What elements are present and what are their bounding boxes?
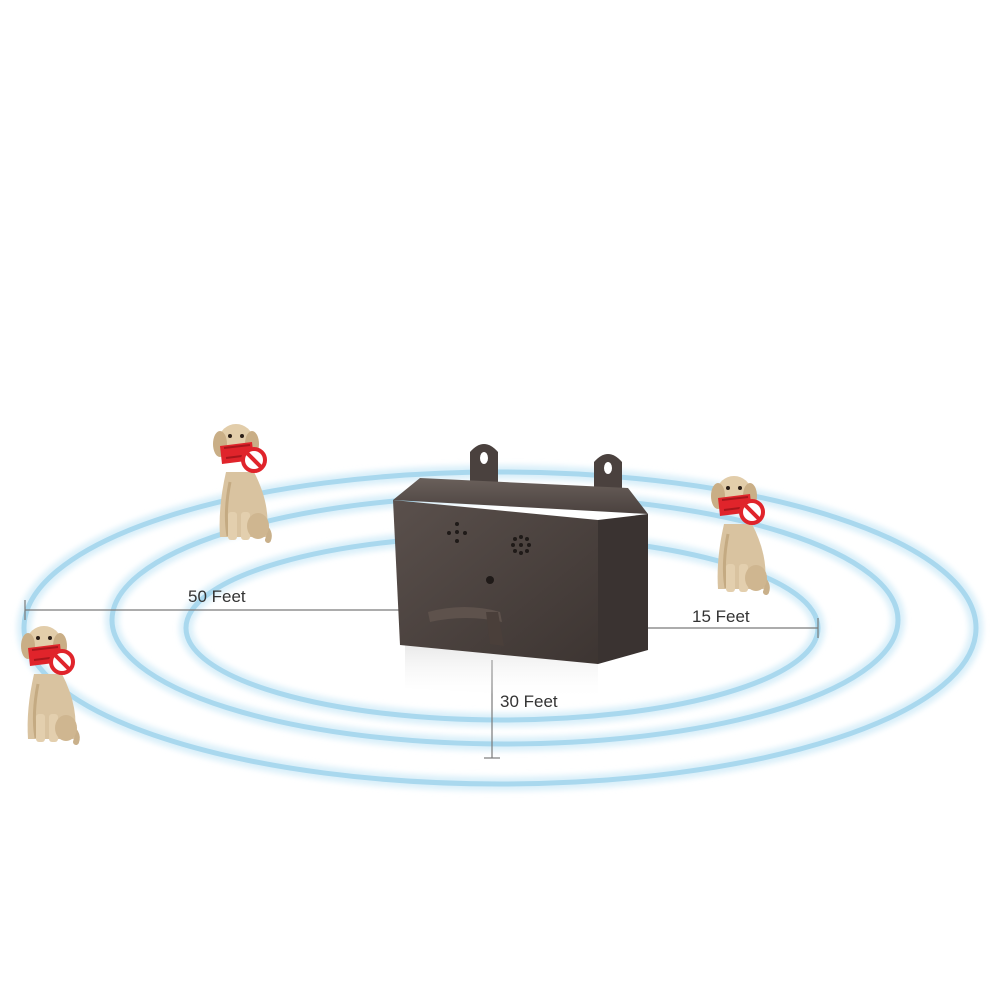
bark-deterrent-device [393,444,648,700]
label-50-feet: 50 Feet [188,587,246,606]
dimension-lines [24,600,819,759]
ring-outer-50ft [17,465,983,791]
label-15-feet: 15 Feet [692,607,750,626]
speaker-right [511,535,531,555]
dog-icon-left [21,626,77,742]
label-30-feet: 30 Feet [500,692,558,711]
speaker-left [447,522,467,543]
indicator-led [486,576,494,584]
dog-icon-top-left [213,424,269,540]
sensitivity-switch [428,607,504,646]
